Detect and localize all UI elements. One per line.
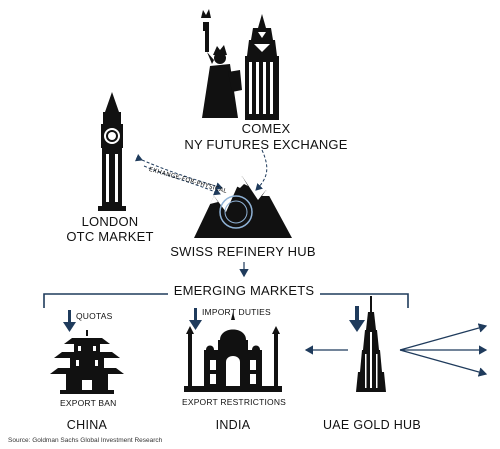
efp-arrows — [134, 149, 268, 196]
statue-of-liberty-icon — [201, 9, 242, 118]
taj-mahal-icon — [184, 312, 282, 392]
swiss-refinery-label: SWISS REFINERY HUB — [170, 244, 316, 259]
inflow-arrows — [63, 306, 365, 332]
mountains-icon — [194, 176, 292, 238]
india-inflow-label: IMPORT DUTIES — [202, 307, 271, 317]
india-label: INDIA — [215, 418, 251, 432]
china-inflow-label: QUOTAS — [76, 311, 113, 321]
comex-title: COMEX — [241, 121, 291, 136]
source-note: Source: Goldman Sachs Global Investment … — [8, 437, 163, 444]
london-label: LONDON OTC MARKET — [66, 214, 154, 244]
china-label: CHINA — [66, 418, 108, 432]
big-ben-icon — [98, 92, 126, 211]
india-outflow-label: EXPORT RESTRICTIONS — [181, 397, 287, 407]
pagoda-icon — [50, 330, 124, 394]
burj-khalifa-icon — [356, 296, 386, 392]
chrysler-building-icon — [245, 14, 279, 120]
comex-label: COMEX — [206, 121, 326, 136]
emerging-markets-label: EMERGING MARKETS — [173, 283, 315, 298]
uae-gold-hub-label: UAE GOLD HUB — [322, 418, 422, 432]
ny-futures-exchange-label: NY FUTURES EXCHANGE — [184, 137, 348, 152]
uae-inflow-arrows — [399, 323, 488, 377]
emerging-markets-bracket — [43, 293, 409, 308]
china-outflow-label: EXPORT BAN — [60, 398, 117, 408]
